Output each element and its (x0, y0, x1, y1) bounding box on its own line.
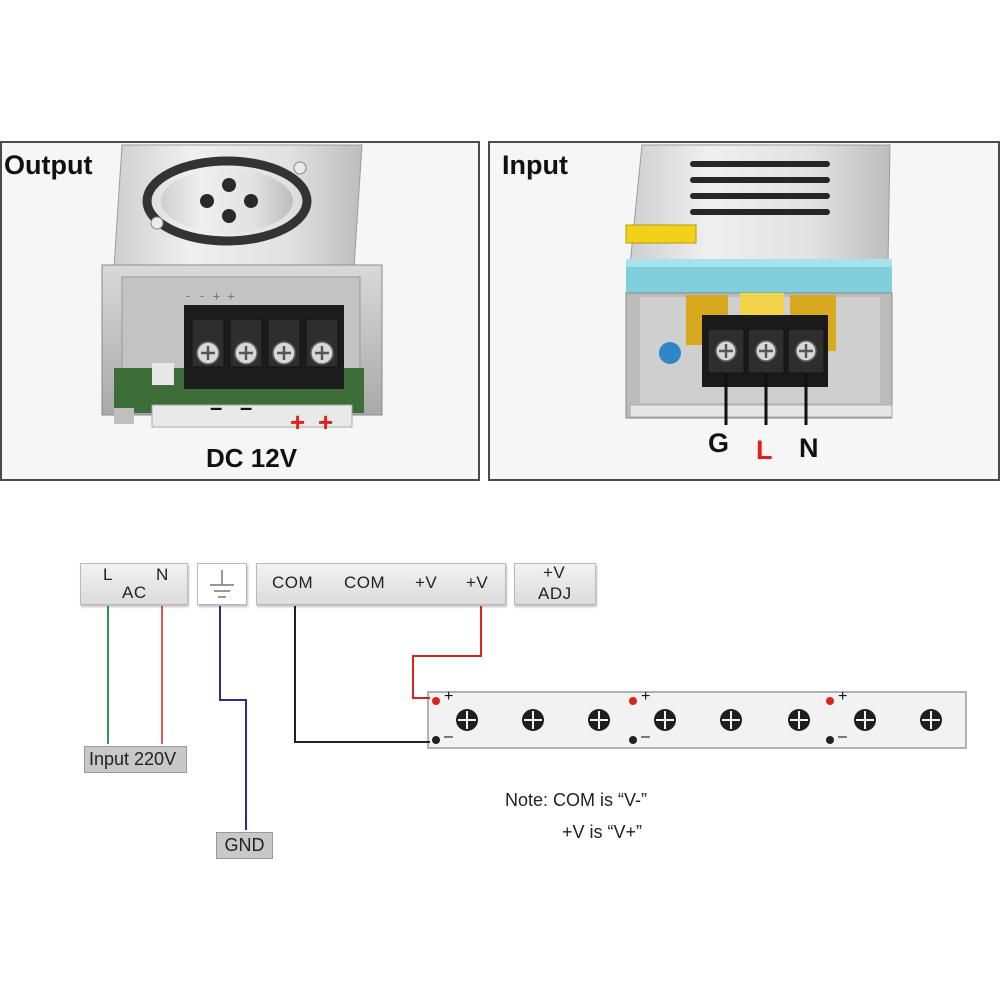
com-terminal-1: COM (272, 573, 314, 592)
adjust-line-1: +V (543, 563, 566, 582)
positive-mark-1: + (290, 407, 306, 437)
fan-grille (142, 156, 312, 246)
positive-wire (412, 606, 482, 699)
gnd-tag: GND (216, 832, 273, 859)
com-terminal-2: COM (344, 573, 386, 592)
ac-label: AC (122, 583, 147, 602)
ac-l-label: L (103, 565, 113, 584)
output-voltage-label: DC 12V (206, 443, 298, 473)
output-panel-title: Output (4, 150, 93, 180)
adjust-block (514, 563, 596, 605)
com-wire (294, 606, 430, 743)
output-terminals-block (256, 563, 506, 605)
terminal-label-l: L (756, 435, 773, 465)
negative-mark-2: – (240, 395, 253, 420)
ac-n-label: N (156, 565, 169, 584)
input-panel: G L N (488, 141, 1000, 481)
output-terminal-photo: - - + + (2, 143, 478, 479)
ground-block (197, 563, 247, 605)
positive-mark-2: + (318, 407, 334, 437)
positive-terminal-1: +V (415, 573, 438, 592)
positive-terminal-2: +V (466, 573, 489, 592)
input-panel-title: Input (502, 150, 568, 180)
strip-minus-3: – (838, 728, 847, 745)
gnd-wire (219, 606, 247, 830)
terminal-label-n: N (799, 433, 819, 463)
ground-symbol (210, 570, 234, 598)
output-panel: - - + + (0, 141, 480, 481)
led-strip (427, 691, 967, 749)
strip-minus-2: – (641, 728, 650, 745)
input-terminal-photo (490, 143, 998, 479)
negative-mark-1: – (210, 395, 223, 420)
ac-input-block (80, 563, 188, 605)
note-line-2: +V is “V+” (562, 822, 643, 842)
strip-minus-1: – (444, 728, 453, 745)
input-220v-tag: Input 220V (84, 746, 187, 773)
svg-text:- - + +: - - + + (184, 289, 235, 303)
strip-plus-2: + (641, 688, 651, 705)
output-terminal-block (184, 305, 344, 389)
note-line-1: Note: COM is “V-” (505, 790, 648, 810)
strip-plus-3: + (838, 688, 848, 705)
vent-slots (690, 161, 830, 215)
strip-plus-1: + (444, 688, 454, 705)
terminal-label-g: G (708, 428, 730, 458)
adjust-line-2: ADJ (538, 584, 572, 603)
